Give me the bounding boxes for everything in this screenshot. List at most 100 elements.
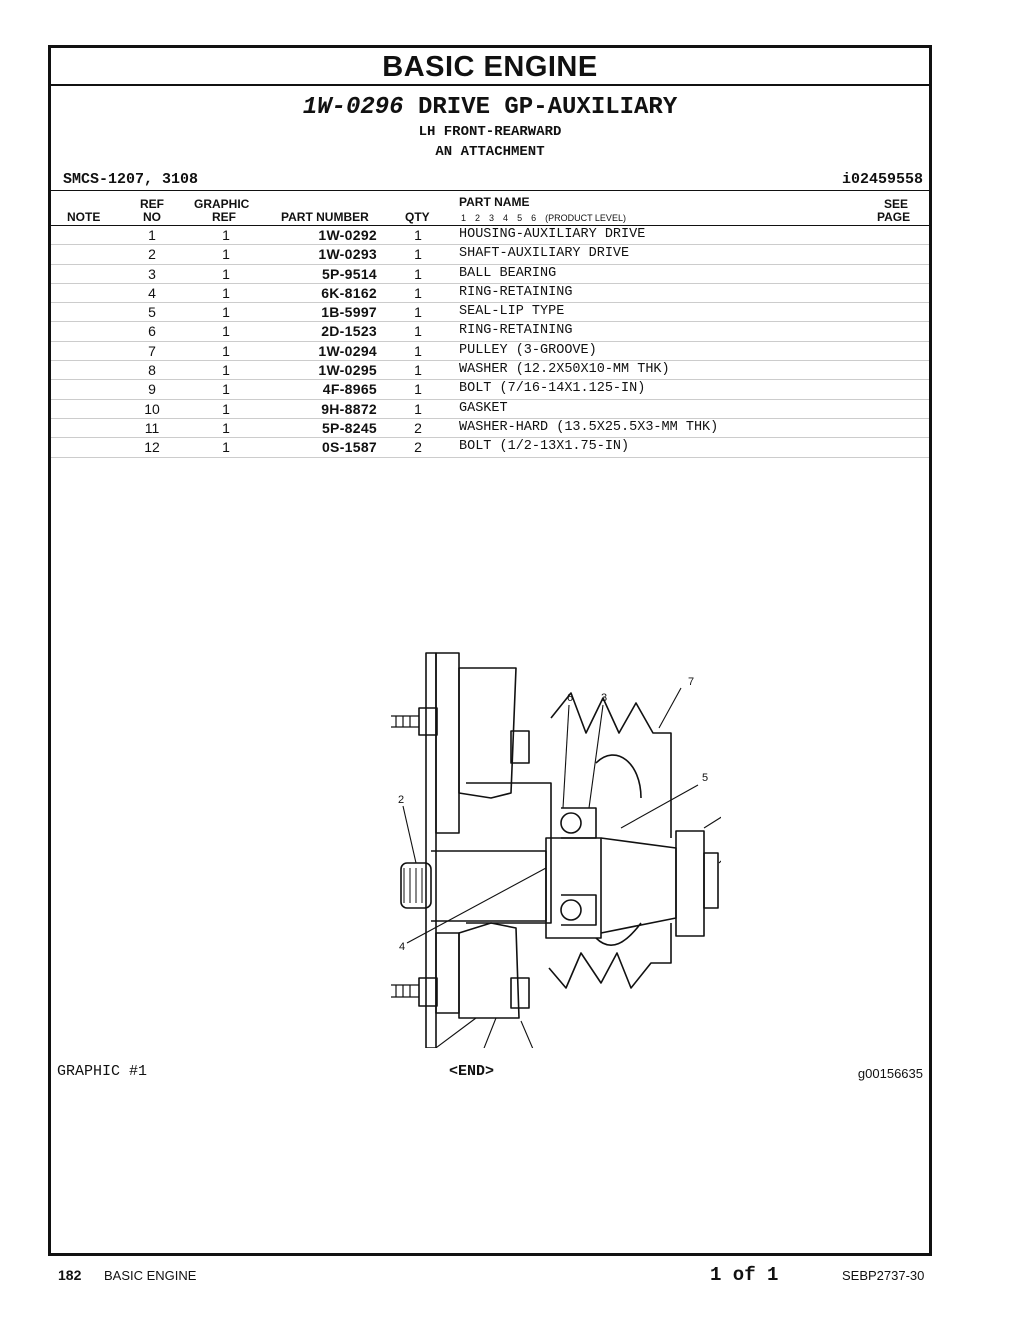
quantity: 1	[414, 342, 422, 359]
end-label: <END>	[449, 1063, 495, 1080]
quantity: 2	[414, 419, 422, 436]
col-graphic-bottom: REF	[212, 210, 236, 224]
quantity: 2	[414, 439, 422, 456]
part-name: BOLT (7/16-14X1.125-IN)	[459, 381, 646, 397]
part-name: WASHER (12.2X50X10-MM THK)	[459, 362, 670, 378]
group-title: 1W-0296 DRIVE GP-AUXILIARY	[51, 94, 929, 121]
group-subtitle-1: LH FRONT-REARWARD	[418, 124, 562, 140]
part-number: 4F-8965	[322, 381, 377, 398]
callout-6: 6	[567, 692, 573, 704]
part-number: 1W-0295	[318, 362, 377, 379]
info-id: i02459558	[841, 171, 923, 188]
callout-5: 5	[702, 772, 708, 784]
part-name: PULLEY (3-GROOVE)	[459, 342, 597, 358]
col-part-number: PART NUMBER	[281, 210, 369, 224]
callout-2: 2	[398, 794, 404, 806]
quantity: 1	[414, 265, 422, 282]
callout-3: 3	[601, 692, 607, 704]
part-name: WASHER-HARD (13.5X25.5X3-MM THK)	[459, 419, 719, 435]
group-part-number: 1W-0296	[302, 94, 404, 121]
part-name: SHAFT-AUXILIARY DRIVE	[459, 246, 630, 262]
ref-no: 6	[148, 323, 156, 340]
exploded-drawing: 7 6 3 5 2 8 9 4 11-12 10 1	[391, 652, 721, 1048]
ref-no: 3	[148, 265, 156, 282]
col-note: NOTE	[67, 210, 101, 224]
ref-no: 9	[148, 381, 156, 398]
graphic-label: GRAPHIC #1	[57, 1063, 148, 1080]
ref-no: 12	[144, 439, 160, 456]
quantity: 1	[414, 400, 422, 417]
part-name: SEAL-LIP TYPE	[459, 304, 565, 320]
table-row: 7 1 1W-0294 1 PULLEY (3-GROOVE)	[51, 342, 929, 362]
quantity: 1	[414, 246, 422, 263]
part-number: 6K-8162	[321, 284, 377, 301]
smcs-code: SMCS-1207, 3108	[63, 171, 199, 188]
part-name: RING-RETAINING	[459, 284, 573, 300]
product-level-label: (PRODUCT LEVEL)	[545, 213, 626, 223]
part-number: 9H-8872	[321, 400, 377, 417]
graphic-ref: 1	[222, 362, 230, 379]
part-number: 2D-1523	[321, 323, 377, 340]
col-ref-bottom: NO	[143, 210, 161, 224]
bearing-block	[545, 837, 602, 939]
shaft-taper	[600, 837, 677, 934]
level-5: 5	[517, 213, 523, 223]
ref-no: 11	[144, 419, 160, 436]
housing-top	[458, 667, 517, 799]
gasket-outline	[425, 652, 437, 1048]
ref-no: 2	[148, 246, 156, 263]
part-name: BALL BEARING	[459, 265, 557, 281]
table-row: 9 1 4F-8965 1 BOLT (7/16-14X1.125-IN)	[51, 380, 929, 400]
footer-doc-id: SEBP2737-30	[842, 1268, 925, 1283]
graphic-id: g00156635	[857, 1066, 923, 1081]
part-number: 1W-0293	[318, 246, 377, 263]
col-see-bottom: PAGE	[877, 210, 911, 224]
ref-no: 7	[148, 342, 156, 359]
callout-7: 7	[688, 676, 694, 688]
footer-page-number: 182	[58, 1267, 82, 1283]
top-stud	[418, 707, 438, 736]
bolt-head	[703, 852, 719, 909]
part-name: GASKET	[459, 400, 508, 416]
graphic-ref: 1	[222, 400, 230, 417]
footer-section: BASIC ENGINE	[104, 1268, 197, 1283]
page-frame: BASIC ENGINE 1W-0296 DRIVE GP-AUXILIARY …	[48, 45, 932, 1256]
quantity: 1	[414, 323, 422, 340]
quantity: 1	[414, 284, 422, 301]
graphic-ref: 1	[222, 265, 230, 282]
housing-bottom	[458, 922, 520, 1019]
part-name: BOLT (1/2-13X1.75-IN)	[459, 439, 630, 455]
graphic-ref: 1	[222, 381, 230, 398]
callout-4: 4	[399, 941, 405, 953]
pulley-top	[550, 692, 672, 838]
group-subtitle-2: AN ATTACHMENT	[435, 144, 545, 160]
bottom-stud	[418, 977, 438, 1007]
col-part-name: PART NAME	[459, 195, 530, 209]
level-1: 1	[461, 213, 467, 223]
footer-page-of: 1 of 1	[710, 1264, 779, 1286]
col-ref-top: REF	[140, 197, 164, 211]
graphic-ref: 1	[222, 419, 230, 436]
graphic-ref: 1	[222, 284, 230, 301]
graphic-ref: 1	[222, 342, 230, 359]
header-bottom-rule	[51, 225, 929, 226]
table-row: 4 1 6K-8162 1 RING-RETAINING	[51, 284, 929, 304]
part-number: 1W-0294	[318, 342, 377, 359]
section-title: BASIC ENGINE	[51, 48, 929, 86]
col-qty: QTY	[405, 210, 430, 224]
quantity: 1	[414, 381, 422, 398]
part-name: HOUSING-AUXILIARY DRIVE	[459, 227, 646, 242]
part-name: RING-RETAINING	[459, 323, 573, 339]
ref-no: 4	[148, 284, 156, 301]
ref-no: 8	[148, 362, 156, 379]
